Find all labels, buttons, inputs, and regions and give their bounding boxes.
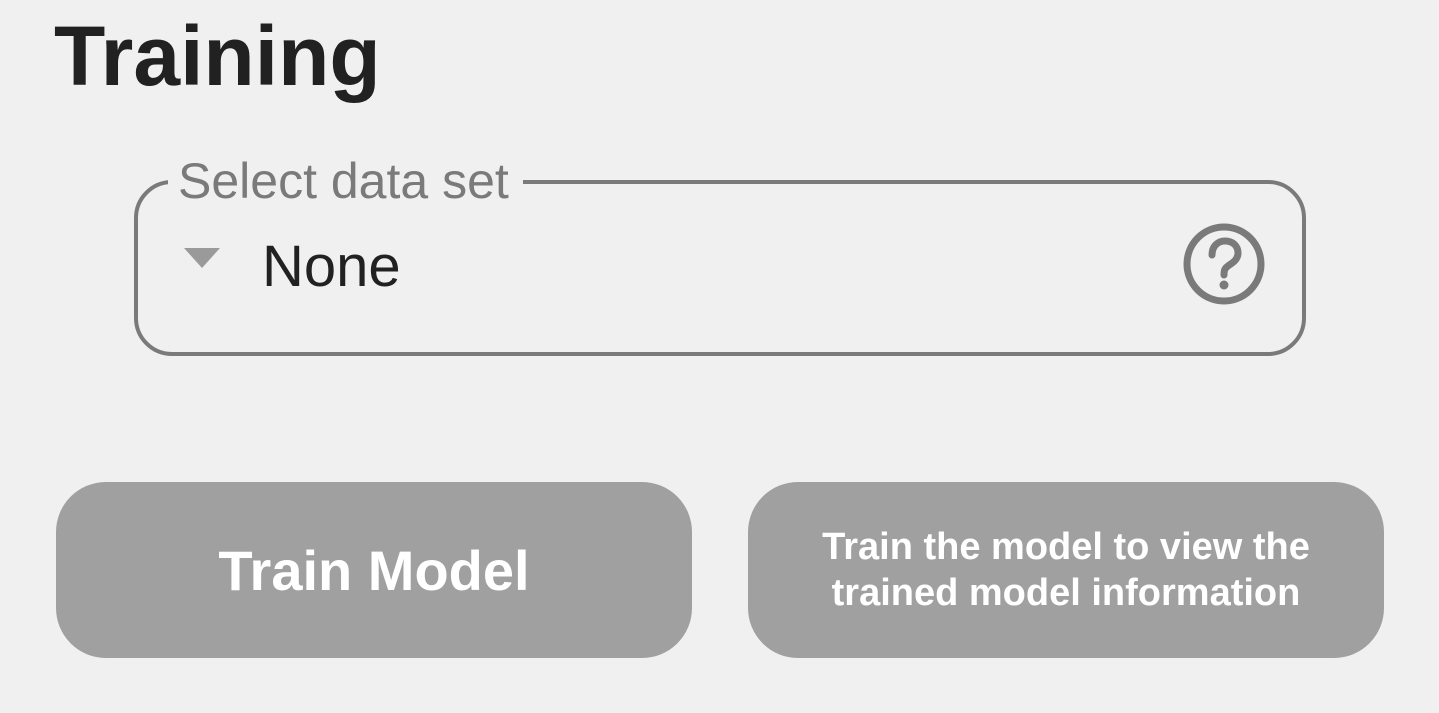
dataset-select-label: Select data set [168, 156, 523, 212]
train-model-button-label: Train Model [218, 538, 530, 602]
dataset-select[interactable]: Select data set None [134, 156, 1306, 356]
help-circle-icon[interactable] [1182, 222, 1266, 306]
caret-down-icon[interactable] [184, 248, 220, 268]
dataset-select-value[interactable]: None [262, 234, 401, 299]
model-info-button-label: Train the model to view the trained mode… [822, 526, 1310, 614]
page-title: Training [54, 9, 381, 103]
model-info-button[interactable]: Train the model to view the trained mode… [748, 482, 1384, 658]
train-model-button[interactable]: Train Model [56, 482, 692, 658]
